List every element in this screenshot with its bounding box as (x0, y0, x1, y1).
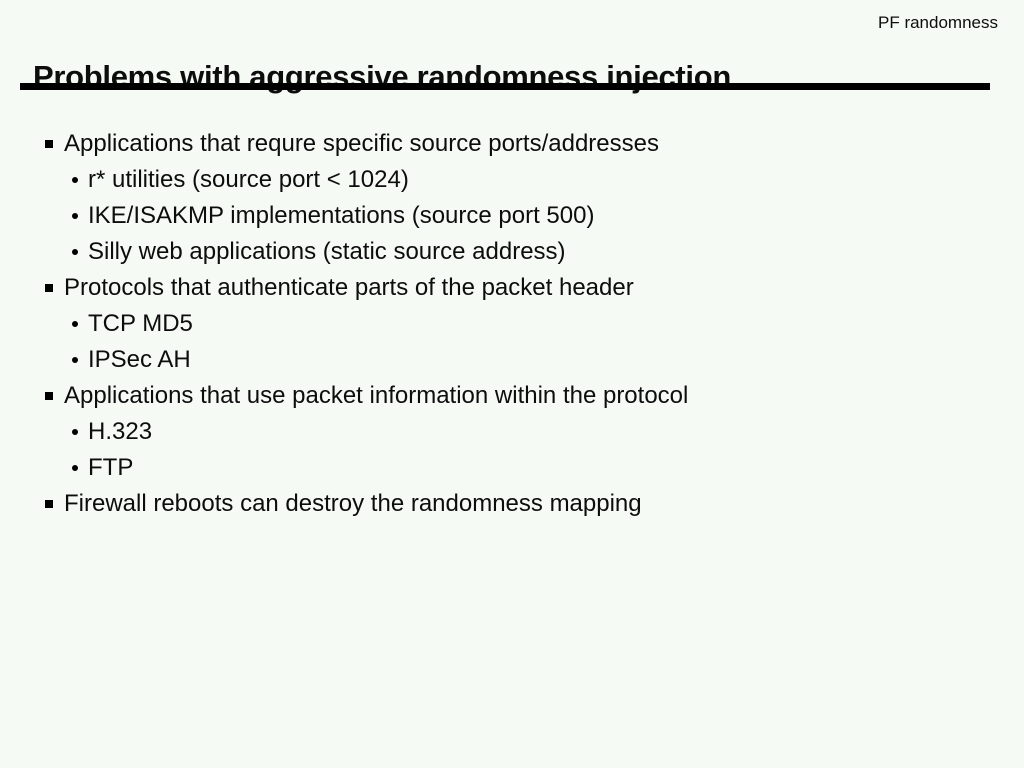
bullet-dot-icon (72, 357, 78, 363)
sub-bullet-text: H.323 (88, 418, 153, 445)
slide-corner-label: PF randomness (878, 13, 998, 32)
bullet-text: Applications that requre specific source… (64, 130, 659, 157)
bullet-item: Applications that requre specific source… (44, 126, 1000, 162)
sub-bullet-item: FTP (44, 450, 1000, 486)
bullet-dot-icon (72, 465, 78, 471)
bullet-text: Firewall reboots can destroy the randomn… (64, 490, 642, 517)
sub-bullet-text: IPSec AH (88, 346, 191, 373)
sub-bullet-text: IKE/ISAKMP implementations (source port … (88, 202, 595, 229)
bullet-square-icon (45, 392, 53, 400)
bullet-dot-icon (72, 213, 78, 219)
sub-bullet-item: IKE/ISAKMP implementations (source port … (44, 198, 1000, 234)
sub-bullet-text: r* utilities (source port < 1024) (88, 166, 409, 193)
sub-bullet-text: TCP MD5 (88, 310, 193, 337)
bullet-dot-icon (72, 249, 78, 255)
bullet-text: Protocols that authenticate parts of the… (64, 274, 634, 301)
bullet-item: Applications that use packet information… (44, 378, 1000, 414)
slide-body: Applications that requre specific source… (44, 126, 1000, 522)
sub-bullet-item: r* utilities (source port < 1024) (44, 162, 1000, 198)
bullet-dot-icon (72, 177, 78, 183)
sub-bullet-text: FTP (88, 454, 134, 481)
bullet-dot-icon (72, 429, 78, 435)
sub-bullet-item: Silly web applications (static source ad… (44, 234, 1000, 270)
sub-bullet-item: TCP MD5 (44, 306, 1000, 342)
title-underline-rule (20, 83, 990, 90)
sub-bullet-text: Silly web applications (static source ad… (88, 238, 566, 265)
sub-bullet-item: H.323 (44, 414, 1000, 450)
bullet-item: Protocols that authenticate parts of the… (44, 270, 1000, 306)
sub-bullet-item: IPSec AH (44, 342, 1000, 378)
bullet-square-icon (45, 140, 53, 148)
bullet-dot-icon (72, 321, 78, 327)
bullet-text: Applications that use packet information… (64, 382, 689, 409)
bullet-square-icon (45, 500, 53, 508)
bullet-square-icon (45, 284, 53, 292)
bullet-item: Firewall reboots can destroy the randomn… (44, 486, 1000, 522)
